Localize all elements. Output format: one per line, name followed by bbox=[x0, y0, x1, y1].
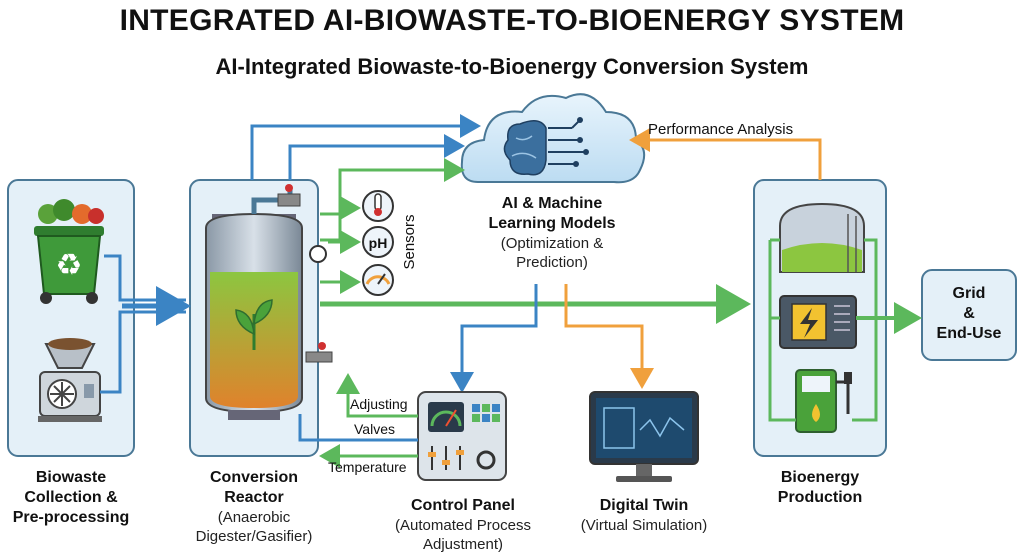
svg-text:♻: ♻ bbox=[56, 249, 83, 282]
ai-brain-cloud-icon bbox=[460, 93, 646, 184]
ai-title: AI & Machine Learning Models (Optimizati… bbox=[488, 195, 616, 271]
recycle-bin-icon: ♻ bbox=[34, 199, 104, 304]
twin-title: Digital Twin (Virtual Simulation) bbox=[580, 497, 708, 534]
thermometer-icon bbox=[362, 190, 394, 222]
grid-panel bbox=[921, 269, 1017, 361]
bioenergy-title: Bioenergy Production bbox=[777, 469, 863, 506]
control-panel-icon bbox=[417, 391, 507, 481]
reactor-tank-icon bbox=[205, 184, 333, 420]
ph-label: pH bbox=[369, 235, 388, 251]
generator-icon bbox=[779, 295, 857, 349]
temperature-label: Temperature bbox=[328, 459, 407, 475]
adjusting-label: Adjusting bbox=[350, 396, 408, 412]
page-title: INTEGRATED AI-BIOWASTE-TO-BIOENERGY SYST… bbox=[119, 4, 905, 37]
sensors-label: Sensors bbox=[401, 214, 418, 269]
control-title: Control Panel (Automated Process Adjustm… bbox=[395, 497, 531, 553]
collection-title: Biowaste Collection & Pre-processing bbox=[12, 469, 130, 526]
reactor-title: Conversion Reactor (Anaerobic Digester/G… bbox=[195, 469, 313, 545]
valves-label: Valves bbox=[354, 421, 395, 437]
monitor-icon bbox=[589, 391, 699, 482]
gauge-icon bbox=[362, 264, 394, 296]
biogas-tank-icon bbox=[779, 202, 865, 273]
performance-label: Performance Analysis bbox=[648, 121, 793, 138]
ph-sensor-icon: pH bbox=[362, 226, 394, 258]
grid-title: Grid & End-Use bbox=[936, 285, 1002, 342]
grinder-icon bbox=[38, 338, 102, 422]
fuel-pump-icon bbox=[795, 369, 852, 433]
page-subtitle: AI-Integrated Biowaste-to-Bioenergy Conv… bbox=[215, 54, 809, 79]
